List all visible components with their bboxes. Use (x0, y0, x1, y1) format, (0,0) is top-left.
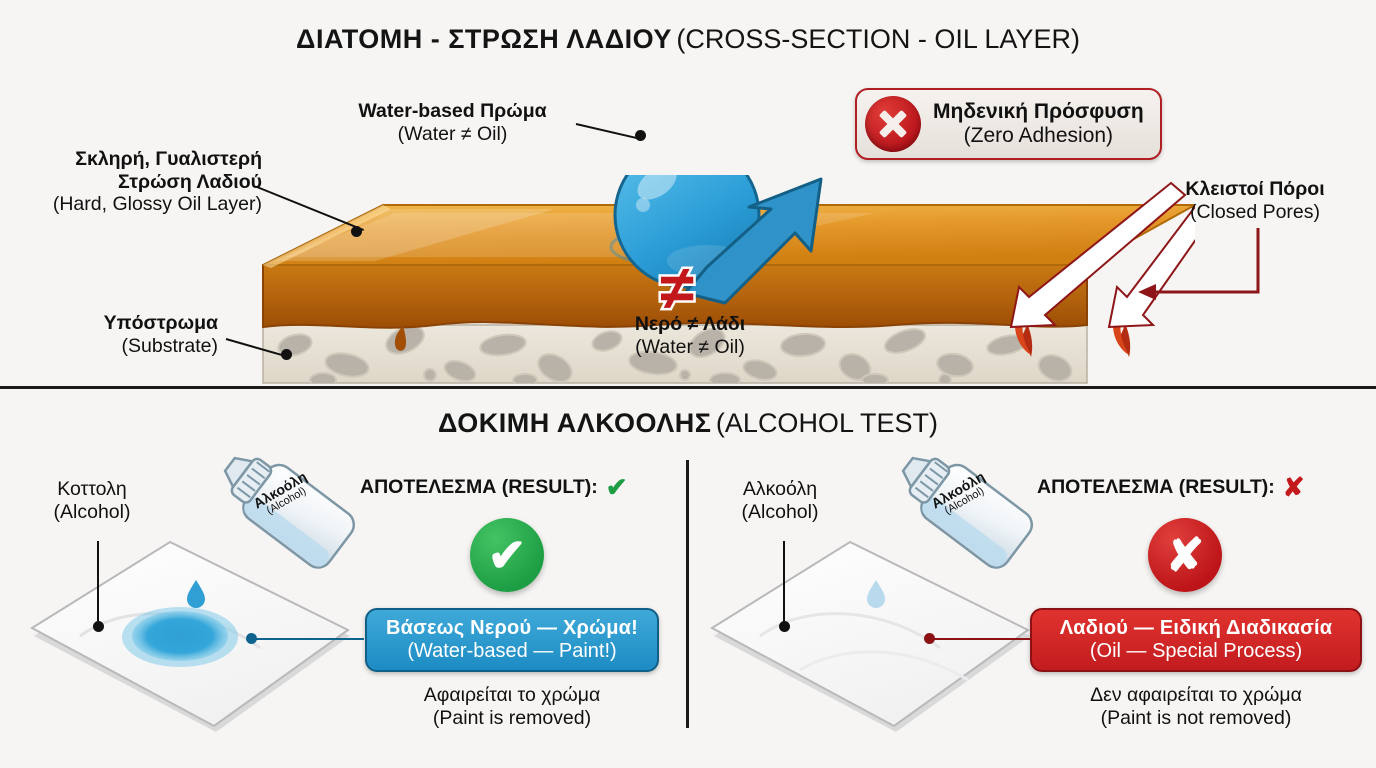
left-note-greek: Αφαιρείται το χρώμα (423, 684, 601, 706)
closed-pores-label-english: (Closed Pores) (1189, 200, 1321, 223)
left-result-pill: Βάσεως Νερού — Χρώμα! (Water-based — Pai… (365, 608, 659, 672)
top-section-title: ΔΙΑΤΟΜΗ - ΣΤΡΩΣΗ ΛΑΔΙΟΥ (CROSS-SECTION -… (0, 24, 1376, 55)
left-result-pill-english: (Water-based — Paint!) (407, 639, 617, 662)
leader-dot-right-cloth-result (924, 633, 935, 644)
zero-adhesion-label-greek: Μηδενική Πρόσφυση (933, 100, 1144, 124)
leader-dot-water-based (635, 130, 646, 141)
oil-layer-label-line1: Σκληρή, Γυαλιστερή (75, 148, 262, 170)
right-note-greek: Δεν αφαιρείται το χρώμα (1090, 684, 1302, 706)
right-note-english: (Paint is not removed) (1100, 707, 1292, 729)
right-result-heading: ΑΠΟΤΕΛΕΣΜΑ (RESULT): ✘ (1037, 472, 1305, 503)
water-not-oil-greek: Νερό ≠ Λάδι (634, 313, 746, 335)
check-mark-icon: ✔ (487, 529, 527, 581)
section-divider (0, 386, 1376, 389)
zero-adhesion-label-english: (Zero Adhesion) (963, 124, 1114, 147)
leader-line-right-cloth-result (930, 638, 1030, 640)
closed-pores-label-greek: Κλειστοί Πόροι (1185, 178, 1325, 200)
right-result-pill-greek: Λαδιού — Ειδική Διαδικασία (1059, 617, 1333, 639)
right-result-pill-english: (Oil — Special Process) (1089, 639, 1303, 662)
leader-line-left-stain (252, 638, 364, 640)
bottom-section-title: ΔΟΚΙΜΗ ΑΛΚΟΟΛΗΣ (ALCOHOL TEST) (0, 408, 1376, 439)
right-result-cross-badge: ✘ (1148, 518, 1222, 592)
left-result-check-badge: ✔ (470, 518, 544, 592)
water-based-label-greek: Water-based Πρώμα (358, 100, 547, 122)
right-result-pill: Λαδιού — Ειδική Διαδικασία (Oil — Specia… (1030, 608, 1362, 672)
leader-line-right-cloth (783, 541, 785, 629)
left-result-heading-text: ΑΠΟΤΕΛΕΣΜΑ (RESULT): (360, 476, 598, 498)
zero-adhesion-badge: Μηδενική Πρόσφυση (Zero Adhesion) (855, 88, 1162, 160)
oil-layer-cross-section-graphic (262, 175, 1195, 384)
water-based-label-english: (Water ≠ Oil) (397, 122, 508, 145)
leader-line-water-based (575, 123, 641, 140)
left-source-label-greek: Κοττολη (57, 478, 127, 500)
left-test-cloth-graphic (30, 540, 350, 732)
left-source-label-english: (Alcohol) (53, 500, 131, 523)
water-not-oil-english: (Water ≠ Oil) (635, 335, 745, 358)
leader-dot-left-stain (246, 633, 257, 644)
bottom-panels-divider (686, 460, 689, 728)
substrate-label-greek: Υπόστρωμα (103, 312, 218, 334)
right-source-label-english: (Alcohol) (741, 500, 819, 523)
cross-mark-icon: ✘ (1282, 472, 1305, 502)
label-right-alcohol-source: Αλκοόλη (Alcohol) (700, 478, 860, 523)
substrate-label-english: (Substrate) (121, 334, 218, 357)
bottom-section-title-greek: ΔΟΚΙΜΗ ΑΛΚΟΟΛΗΣ (438, 408, 712, 438)
leader-dot-right-cloth (779, 621, 790, 632)
left-result-heading: ΑΠΟΤΕΛΕΣΜΑ (RESULT): ✔ (360, 472, 628, 503)
label-substrate: Υπόστρωμα (Substrate) (0, 312, 218, 357)
check-mark-icon: ✔ (605, 472, 628, 502)
bottom-section-title-english: (ALCOHOL TEST) (715, 408, 938, 438)
left-result-note: Αφαιρείται το χρώμα (Paint is removed) (372, 684, 652, 730)
top-section-title-english: (CROSS-SECTION - OIL LAYER) (676, 24, 1080, 54)
leader-dot-substrate (281, 349, 292, 360)
oil-layer-label-line2: Στρώση Λαδιού (117, 170, 262, 193)
not-equal-symbol: ≠ (657, 254, 696, 323)
right-source-label-greek: Αλκοόλη (742, 478, 818, 500)
left-alcohol-bottle-graphic (223, 456, 356, 569)
right-result-note: Δεν αφαιρείται το χρώμα (Paint is not re… (1046, 684, 1346, 730)
left-result-pill-greek: Βάσεως Νερού — Χρώμα! (385, 617, 639, 639)
leader-line-closed-pores (1138, 228, 1260, 300)
cross-mark-icon: ✘ (1165, 529, 1205, 581)
cross-mark-icon (865, 96, 921, 152)
leader-line-left-cloth (97, 541, 99, 629)
label-water-based-paint: Water-based Πρώμα (Water ≠ Oil) (330, 100, 575, 145)
right-alcohol-bottle-graphic (901, 456, 1034, 569)
leader-dot-oil-layer (351, 226, 362, 237)
leader-dot-left-cloth (93, 621, 104, 632)
label-hard-glossy-oil-layer: Σκληρή, Γυαλιστερή Στρώση Λαδιού (Hard, … (0, 148, 262, 216)
top-section-title-greek: ΔΙΑΤΟΜΗ - ΣΤΡΩΣΗ ΛΑΔΙΟΥ (296, 24, 672, 54)
label-water-not-equal-oil: Νερό ≠ Λάδι (Water ≠ Oil) (565, 313, 815, 358)
oil-layer-label-english: (Hard, Glossy Oil Layer) (52, 193, 262, 216)
left-note-english: (Paint is removed) (432, 707, 592, 729)
right-result-heading-text: ΑΠΟΤΕΛΕΣΜΑ (RESULT): (1037, 476, 1275, 498)
label-left-alcohol-source: Κοττολη (Alcohol) (12, 478, 172, 523)
label-closed-pores: Κλειστοί Πόροι (Closed Pores) (1140, 178, 1370, 223)
